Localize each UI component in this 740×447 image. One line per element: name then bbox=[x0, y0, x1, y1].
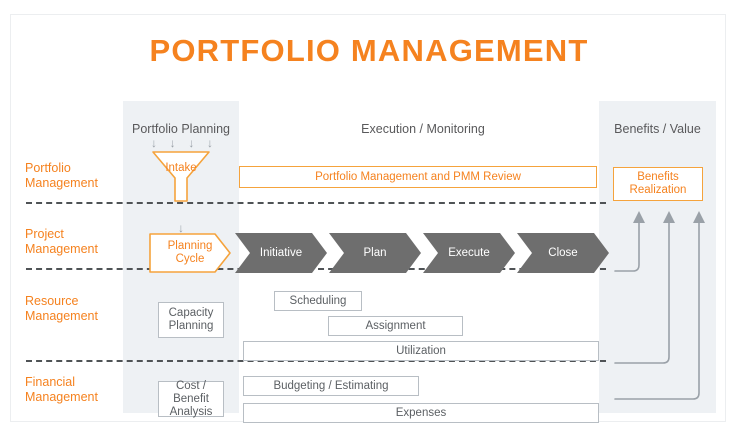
benefits-return-arrows bbox=[609, 205, 719, 405]
stage-label-line2: Cycle bbox=[175, 253, 205, 265]
intake-label: Intake bbox=[165, 162, 197, 174]
expenses-bar[interactable]: Expenses bbox=[243, 403, 599, 423]
portfolio-management-pmm-review-bar[interactable]: Portfolio Management and PMM Review bbox=[239, 166, 597, 188]
stage-chevron-planning-cycle[interactable]: Planning Cycle bbox=[149, 233, 231, 273]
row-label-resource-management: Resource Management bbox=[25, 294, 125, 324]
row-label-line1: Project bbox=[25, 227, 64, 241]
row-label-line1: Resource bbox=[25, 294, 79, 308]
intake-inflow-arrows: ↓ ↓ ↓ ↓ bbox=[151, 136, 213, 150]
cost-benefit-line2: Analysis bbox=[169, 405, 213, 418]
utilization-bar[interactable]: Utilization bbox=[243, 341, 599, 361]
row-label-line1: Portfolio bbox=[25, 161, 71, 175]
cost-benefit-analysis-box[interactable]: Cost / Benefit Analysis bbox=[158, 379, 224, 418]
row-divider bbox=[26, 360, 606, 362]
row-label-line2: Management bbox=[25, 242, 98, 256]
diagram-frame: PORTFOLIO MANAGEMENT Portfolio Planning … bbox=[10, 14, 726, 423]
assignment-bar[interactable]: Assignment bbox=[328, 316, 463, 336]
stage-chevron-label: Close bbox=[548, 246, 578, 259]
intake-funnel-icon bbox=[151, 150, 211, 203]
stage-chevron-label: Initiative bbox=[259, 246, 303, 259]
down-arrow-icon: ↓ bbox=[151, 136, 157, 150]
capacity-planning-line1: Capacity bbox=[168, 307, 214, 319]
column-header-execution-monitoring: Execution / Monitoring bbox=[361, 122, 485, 136]
row-label-line1: Financial bbox=[25, 375, 76, 389]
stage-chevron-close[interactable]: Close bbox=[517, 233, 609, 273]
planning-cycle-feed-arrow-icon: ↓ bbox=[178, 221, 184, 235]
row-label-project-management: Project Management bbox=[25, 227, 125, 257]
budgeting-estimating-bar[interactable]: Budgeting / Estimating bbox=[243, 376, 419, 396]
page-title: PORTFOLIO MANAGEMENT bbox=[149, 33, 589, 68]
stage-chevron-label: Planning Cycle bbox=[149, 240, 231, 266]
stage-chevron-plan[interactable]: Plan bbox=[329, 233, 421, 273]
row-label-financial-management: Financial Management bbox=[25, 375, 125, 405]
down-arrow-icon: ↓ bbox=[188, 136, 195, 150]
capacity-planning-box[interactable]: Capacity Planning bbox=[158, 302, 224, 338]
row-divider bbox=[26, 268, 606, 270]
benefits-realization-line2: Realization bbox=[629, 184, 687, 196]
row-divider bbox=[26, 202, 606, 204]
stage-chevron-label: Execute bbox=[448, 246, 490, 259]
row-label-line2: Management bbox=[25, 309, 98, 323]
row-label-line2: Management bbox=[25, 390, 98, 404]
benefits-realization-line1: Benefits bbox=[637, 171, 679, 183]
scheduling-bar[interactable]: Scheduling bbox=[274, 291, 362, 311]
column-header-portfolio-planning: Portfolio Planning bbox=[132, 122, 230, 136]
row-label-line2: Management bbox=[25, 176, 98, 190]
stage-label-line1: Planning bbox=[167, 240, 213, 252]
capacity-planning-line2: Planning bbox=[168, 320, 214, 332]
stage-chevron-initiative[interactable]: Initiative bbox=[235, 233, 327, 273]
cost-benefit-line1: Cost / Benefit bbox=[173, 379, 209, 405]
benefits-value-column-panel bbox=[599, 101, 716, 413]
down-arrow-icon: ↓ bbox=[206, 136, 213, 150]
down-arrow-icon: ↓ bbox=[169, 136, 176, 150]
benefits-realization-box[interactable]: Benefits Realization bbox=[613, 167, 703, 201]
stage-chevron-execute[interactable]: Execute bbox=[423, 233, 515, 273]
column-header-benefits-value: Benefits / Value bbox=[614, 122, 701, 136]
row-label-portfolio-management: Portfolio Management bbox=[25, 161, 125, 191]
stage-chevron-label: Plan bbox=[363, 246, 387, 259]
